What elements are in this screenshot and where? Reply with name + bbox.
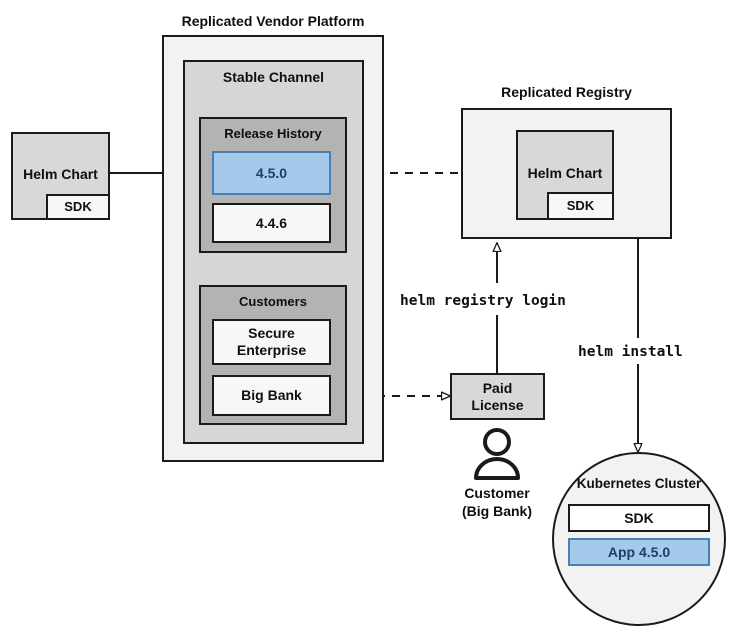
stable-channel-label: Stable Channel — [222, 69, 325, 85]
paid-license-label: Paid License — [471, 379, 524, 413]
customers-label: Customers — [239, 294, 307, 309]
release-version-label: 4.4.6 — [255, 214, 288, 231]
paid-license-box: Paid License — [450, 373, 545, 420]
kubernetes-cluster-label: Kubernetes Cluster — [576, 476, 702, 491]
customer-item-big-bank[interactable]: Big Bank — [212, 375, 331, 416]
registry-title: Replicated Registry — [501, 84, 632, 100]
customer-name-label: Secure Enterprise — [236, 325, 307, 358]
release-version-label: 4.5.0 — [255, 164, 288, 181]
registry-helm-chart-label: Helm Chart — [527, 165, 603, 181]
cluster-item-label: SDK — [624, 509, 654, 526]
vendor-platform-title: Replicated Vendor Platform — [181, 13, 365, 29]
registry-sdk-box: SDK — [547, 192, 614, 220]
customer-persona-line2: (Big Bank) — [462, 503, 532, 519]
cluster-item-app[interactable]: App 4.5.0 — [568, 538, 710, 566]
command-helm-install: helm install — [578, 344, 683, 360]
cluster-item-sdk[interactable]: SDK — [568, 504, 710, 532]
source-sdk-box: SDK — [46, 194, 110, 220]
cluster-item-label: App 4.5.0 — [607, 543, 671, 560]
release-history-label: Release History — [224, 126, 322, 141]
release-item-4-4-6[interactable]: 4.4.6 — [212, 203, 331, 243]
registry-sdk-label: SDK — [566, 198, 595, 214]
release-item-4-5-0[interactable]: 4.5.0 — [212, 151, 331, 195]
user-icon — [474, 428, 520, 480]
customer-persona-line1: Customer — [464, 485, 530, 501]
source-sdk-label: SDK — [64, 199, 92, 215]
source-helm-chart-label: Helm Chart — [23, 166, 98, 182]
command-helm-registry-login: helm registry login — [400, 293, 566, 309]
customer-name-label: Big Bank — [241, 387, 302, 404]
customer-item-secure-enterprise[interactable]: Secure Enterprise — [212, 319, 331, 365]
